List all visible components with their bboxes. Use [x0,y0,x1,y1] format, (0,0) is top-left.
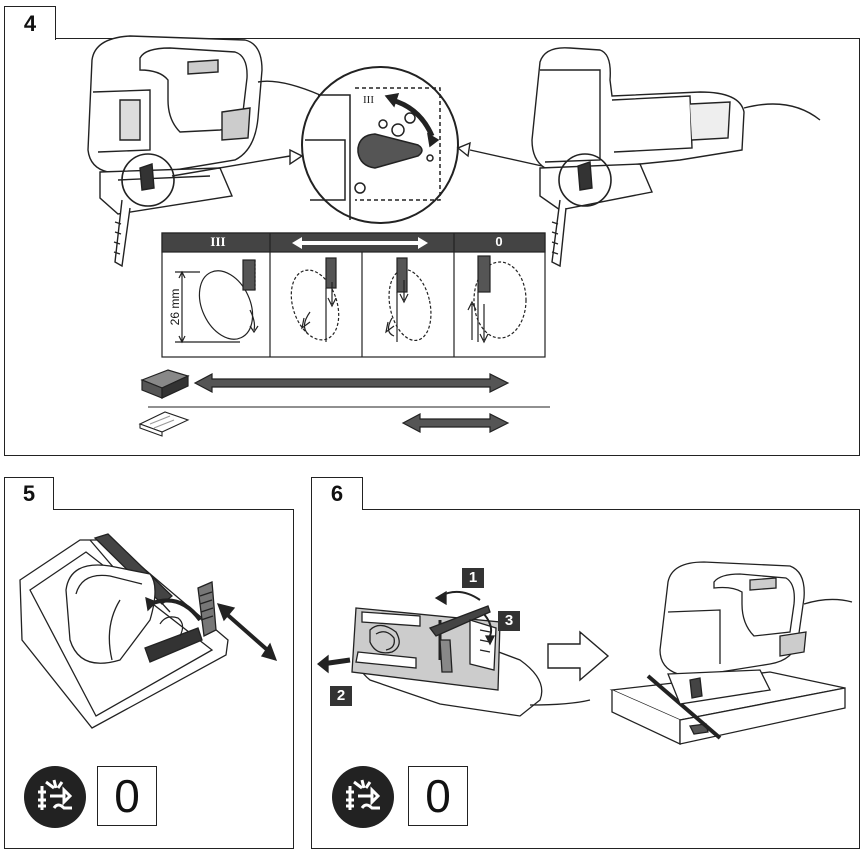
panel-6-illustration [316,561,853,746]
step-badge-3: 3 [504,612,514,629]
panel-5-illustration [19,533,278,729]
table-header-orbit-III: III [210,234,226,249]
thin-sheet-material-icon [138,411,190,437]
unplug-power-icon-2 [332,766,394,828]
jigsaw-right-icon [531,47,821,268]
jigsaw-left-icon [87,35,321,268]
hollow-right-arrow-icon [547,630,610,682]
panel-6-number: 6 [311,477,363,510]
table-header-orbit-0: 0 [495,234,503,249]
unplug-power-icon [24,766,86,828]
mode-setting-0-box-2: 0 [408,766,468,826]
thick-material-double-arrow-icon [193,373,510,393]
saw-base-blade-change-icon [316,590,591,717]
header-double-arrow-icon [292,237,428,249]
panel-4-number: 4 [4,6,56,40]
step-badge-2: 2 [336,687,346,704]
thin-material-double-arrow-icon [401,413,510,433]
mode-setting-0-box: 0 [97,766,157,826]
step-badge-1: 1 [468,569,478,586]
thick-wood-board-icon [140,369,190,399]
svg-text:III: III [363,94,374,106]
panel-4-illustration: III [87,35,821,437]
jigsaw-on-workpiece-icon [609,561,853,746]
panel-5-number: 5 [4,477,54,510]
orbit-lever-detail-icon: III [301,66,459,224]
